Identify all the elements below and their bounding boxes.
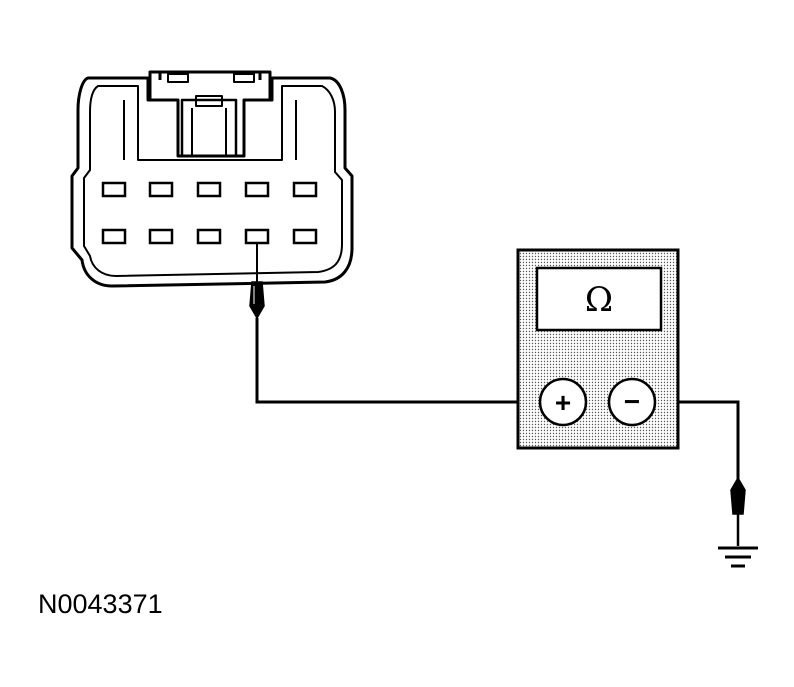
- probe-ground: [730, 476, 746, 546]
- multimeter-display: [535, 266, 663, 332]
- pin-cavity: [148, 228, 174, 245]
- pin-cavity: [292, 181, 318, 198]
- positive-test-lead: [255, 318, 540, 404]
- pin-cavity: [101, 228, 127, 245]
- negative-terminal-label: −: [624, 386, 640, 417]
- pin-row-bottom: [101, 228, 318, 245]
- pin-cavity: [196, 181, 222, 198]
- negative-terminal: [607, 377, 657, 427]
- ground-icon: [718, 546, 758, 568]
- figure-id: N0043371: [38, 589, 163, 619]
- latch-nub: [167, 73, 189, 83]
- probe-connector: [249, 243, 265, 320]
- connector-body: [70, 76, 354, 288]
- pin-cavity: [292, 228, 318, 245]
- pin-cavity: [148, 181, 174, 198]
- negative-test-lead: [655, 400, 740, 480]
- pin-cavity: [196, 228, 222, 245]
- positive-terminal: [538, 377, 588, 427]
- connector-shell-inner: [83, 85, 343, 277]
- latch-nub: [233, 73, 255, 83]
- connector: [70, 70, 354, 288]
- pin-cavity: [244, 181, 270, 198]
- connector-latch: [148, 70, 272, 80]
- pin-cavity: [101, 181, 127, 198]
- pin-cavity-probed: [244, 228, 270, 245]
- latch-lock: [180, 98, 238, 158]
- pin-row-top: [101, 181, 318, 198]
- positive-terminal-label: +: [555, 387, 571, 418]
- multimeter: [516, 248, 680, 450]
- ohm-symbol: Ω: [585, 280, 613, 320]
